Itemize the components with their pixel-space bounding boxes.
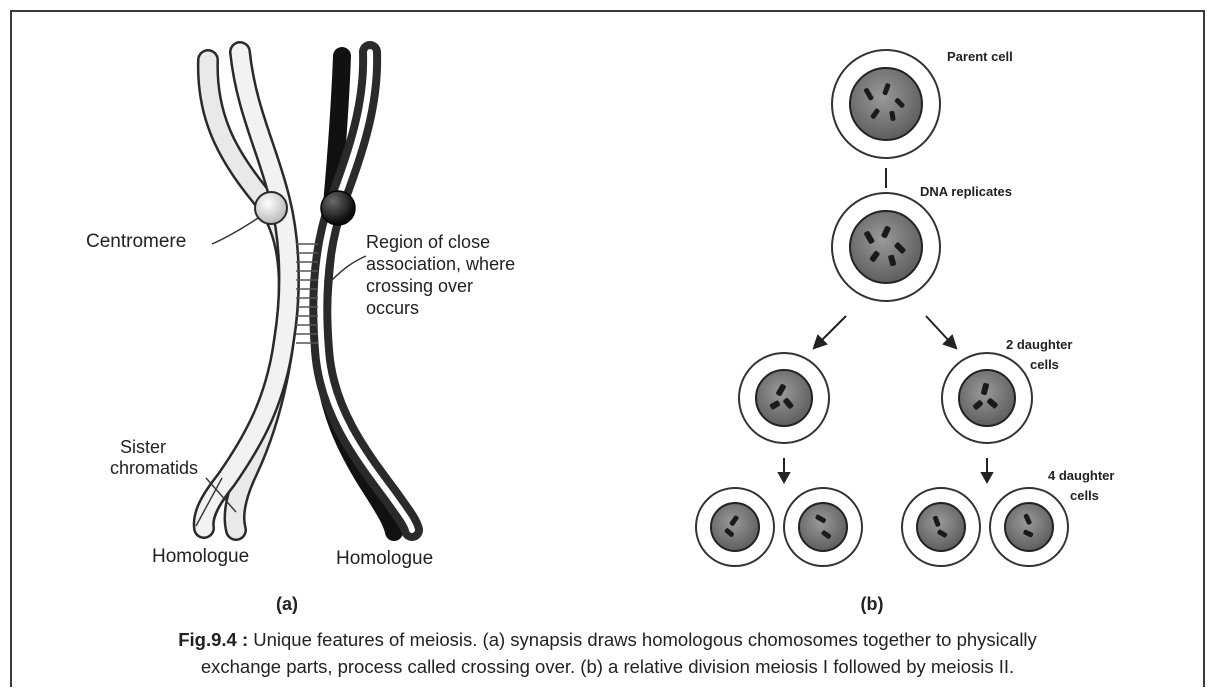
- region-label-4: occurs: [366, 298, 419, 318]
- granddaughter-cell-2: [784, 488, 862, 566]
- region-label-1: Region of close: [366, 232, 490, 252]
- homologue-right-label: Homologue: [336, 548, 433, 569]
- centromere-black: [321, 191, 355, 225]
- region-label-3: crossing over: [366, 276, 473, 296]
- four-daughter-label-1: 4 daughter: [1048, 468, 1114, 483]
- caption-line-1: Fig.9.4 : Unique features of meiosis. (a…: [40, 626, 1175, 653]
- two-daughter-label-2: cells: [1030, 357, 1059, 372]
- granddaughter-cell-3: [902, 488, 980, 566]
- panel-b-label: (b): [861, 594, 884, 614]
- two-daughter-label-1: 2 daughter: [1006, 337, 1072, 352]
- region-label-2: association, where: [366, 254, 515, 274]
- caption-text-1: Unique features of meiosis. (a) synapsis…: [248, 629, 1037, 650]
- caption-line-2: exchange parts, process called crossing …: [40, 653, 1175, 680]
- granddaughter-cell-1: [696, 488, 774, 566]
- panel-a-label: (a): [276, 594, 298, 614]
- arrows-division-2: [779, 458, 992, 482]
- daughter-cell-left: [739, 353, 829, 443]
- chromosome-white: [204, 52, 289, 530]
- figure-caption: Fig.9.4 : Unique features of meiosis. (a…: [40, 626, 1175, 680]
- centromere-white: [255, 192, 287, 224]
- four-daughter-label-2: cells: [1070, 488, 1099, 503]
- parent-cell-label: Parent cell: [947, 49, 1013, 64]
- replicated-cell: [832, 193, 940, 301]
- arrows-division-1: [814, 316, 956, 348]
- daughter-cell-right: [942, 353, 1032, 443]
- homologue-left-label: Homologue: [152, 546, 249, 567]
- sister-label-2: chromatids: [110, 458, 198, 478]
- sister-label-1: Sister: [120, 437, 166, 457]
- dna-replicates-label: DNA replicates: [920, 184, 1012, 199]
- parent-cell: [832, 50, 940, 158]
- figure-number: Fig.9.4 :: [178, 629, 248, 650]
- centromere-label: Centromere: [86, 231, 186, 252]
- granddaughter-cell-4: [990, 488, 1068, 566]
